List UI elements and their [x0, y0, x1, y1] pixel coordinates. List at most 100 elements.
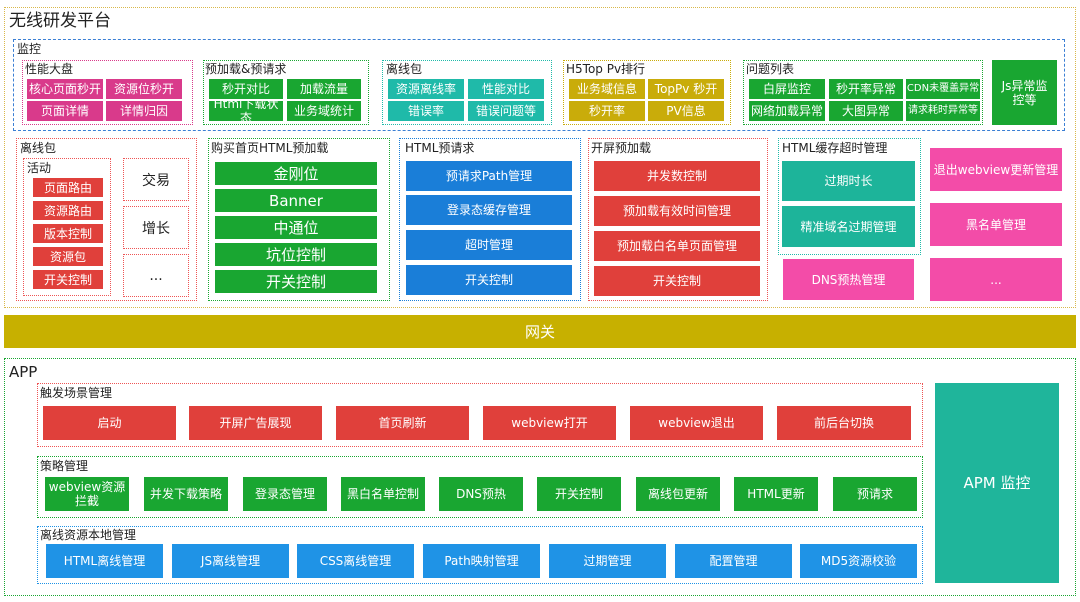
html-prerequest-item[interactable]: 开关控制 — [406, 265, 572, 295]
splash-preload-item[interactable]: 开关控制 — [594, 266, 760, 296]
html-cache-timeout-section — [778, 138, 921, 255]
h5top-item[interactable]: PV信息 — [648, 101, 724, 121]
local-offline-item[interactable]: JS离线管理 — [172, 544, 289, 578]
trigger-item[interactable]: 开屏广告展现 — [189, 406, 322, 440]
offline-package-section — [16, 138, 197, 301]
buy-home-item[interactable]: 中通位 — [215, 216, 377, 239]
html-cache-item[interactable]: 过期时长 — [782, 161, 915, 201]
splash-preload-item[interactable]: 预加载白名单页面管理 — [594, 231, 760, 261]
perf-item[interactable]: 资源位秒开 — [106, 79, 182, 99]
strategy-item[interactable]: 登录态管理 — [243, 477, 327, 511]
buy-home-item[interactable]: 开关控制 — [215, 270, 377, 293]
splash-preload-item[interactable]: 并发数控制 — [594, 161, 760, 191]
local-offline-item[interactable]: MD5资源校验 — [800, 544, 917, 578]
issue-item[interactable]: 请求耗时异常等 — [906, 101, 980, 121]
activity-group — [23, 158, 111, 296]
issue-item[interactable]: 大图异常 — [829, 101, 903, 121]
trigger-scene-title: 触发场景管理 — [40, 386, 113, 400]
strategy-item[interactable]: webview资源拦截 — [45, 477, 129, 511]
platform-section — [4, 7, 1076, 308]
strategy-item[interactable]: 黑白名单控制 — [341, 477, 425, 511]
splash-preload-item[interactable]: 预加载有效时间管理 — [594, 196, 760, 226]
buy-home-item[interactable]: 金刚位 — [215, 162, 377, 185]
local-offline-item[interactable]: 过期管理 — [549, 544, 666, 578]
strategy-title: 策略管理 — [40, 459, 89, 473]
local-offline-item[interactable]: CSS离线管理 — [297, 544, 414, 578]
perf-dashboard-group — [22, 60, 193, 125]
blacklist-management[interactable]: 黑名单管理 — [930, 203, 1062, 246]
platform-title: 无线研发平台 — [9, 11, 111, 31]
offline-monitor-item[interactable]: 性能对比 — [468, 79, 544, 99]
buy-home-preload-title: 购买首页HTML预加载 — [211, 141, 329, 155]
strategy-item[interactable]: 开关控制 — [537, 477, 621, 511]
html-prerequest-item[interactable]: 超时管理 — [406, 230, 572, 260]
offline-monitor-item[interactable]: 错误问题等 — [468, 101, 544, 121]
trigger-item[interactable]: 启动 — [43, 406, 176, 440]
offline-more[interactable]: ... — [123, 254, 189, 297]
trigger-item[interactable]: webview打开 — [483, 406, 616, 440]
issue-list-group — [743, 60, 983, 125]
h5top-item[interactable]: TopPv 秒开 — [648, 79, 724, 99]
activity-title: 活动 — [27, 161, 52, 175]
offline-monitor-group — [382, 60, 552, 125]
html-cache-item[interactable]: 精准域名过期管理 — [782, 206, 915, 247]
app-title: APP — [9, 363, 38, 381]
buy-home-preload-section — [208, 138, 390, 301]
trigger-item[interactable]: 前后台切换 — [777, 406, 911, 440]
activity-item[interactable]: 开关控制 — [33, 270, 103, 289]
gateway-bar[interactable]: 网关 — [4, 315, 1076, 348]
preload-monitor-item[interactable]: 秒开对比 — [209, 79, 283, 99]
perf-dashboard-title: 性能大盘 — [25, 62, 74, 76]
local-offline-section — [37, 526, 923, 584]
apm-monitor[interactable]: APM 监控 — [935, 383, 1059, 583]
strategy-item[interactable]: 预请求 — [833, 477, 917, 511]
trigger-item[interactable]: webview退出 — [630, 406, 763, 440]
h5top-item[interactable]: 业务域信息 — [569, 79, 645, 99]
activity-item[interactable]: 版本控制 — [33, 224, 103, 243]
strategy-item[interactable]: HTML更新 — [734, 477, 818, 511]
local-offline-title: 离线资源本地管理 — [40, 528, 137, 542]
local-offline-item[interactable]: 配置管理 — [675, 544, 792, 578]
strategy-item[interactable]: DNS预热 — [439, 477, 523, 511]
splash-preload-title: 开屏预加载 — [591, 141, 652, 155]
activity-item[interactable]: 页面路由 — [33, 178, 103, 197]
perf-item[interactable]: 核心页面秒开 — [27, 79, 103, 99]
issue-item[interactable]: 白屏监控 — [749, 79, 825, 99]
strategy-item[interactable]: 并发下载策略 — [144, 477, 228, 511]
offline-monitor-item[interactable]: 资源离线率 — [388, 79, 464, 99]
monitor-section — [13, 39, 1065, 131]
issue-item[interactable]: 秒开率异常 — [829, 79, 903, 99]
js-exception-monitor[interactable]: Js异常监控等 — [992, 60, 1057, 125]
strategy-item[interactable]: 离线包更新 — [636, 477, 720, 511]
app-section — [4, 358, 1076, 596]
perf-item[interactable]: 详情归因 — [106, 101, 182, 121]
html-prerequest-item[interactable]: 预请求Path管理 — [406, 161, 572, 191]
activity-item[interactable]: 资源路由 — [33, 201, 103, 220]
local-offline-item[interactable]: HTML离线管理 — [46, 544, 163, 578]
h5top-group — [563, 60, 731, 125]
offline-trade[interactable]: 交易 — [123, 158, 189, 201]
platform-more[interactable]: ... — [930, 258, 1062, 301]
issue-item[interactable]: CDN未覆盖异常 — [906, 79, 980, 99]
dns-preheat-management[interactable]: DNS预热管理 — [783, 259, 914, 300]
exit-webview-update-management[interactable]: 退出webview更新管理 — [930, 148, 1062, 191]
offline-growth[interactable]: 增长 — [123, 206, 189, 249]
issue-list-title: 问题列表 — [746, 62, 795, 76]
perf-item[interactable]: 页面详情 — [27, 101, 103, 121]
issue-item[interactable]: 网络加载异常 — [749, 101, 825, 121]
preload-monitor-title: 预加载&预请求 — [205, 62, 287, 76]
preload-monitor-item[interactable]: 业务域统计 — [287, 101, 361, 121]
activity-item[interactable]: 资源包 — [33, 247, 103, 266]
offline-monitor-item[interactable]: 错误率 — [388, 101, 464, 121]
h5top-item[interactable]: 秒开率 — [569, 101, 645, 121]
monitor-title: 监控 — [17, 42, 42, 56]
buy-home-item[interactable]: Banner — [215, 189, 377, 212]
splash-preload-section — [588, 138, 768, 301]
html-prerequest-item[interactable]: 登录态缓存管理 — [406, 195, 572, 225]
buy-home-item[interactable]: 坑位控制 — [215, 243, 377, 266]
local-offline-item[interactable]: Path映射管理 — [423, 544, 540, 578]
html-prerequest-section — [399, 138, 581, 301]
trigger-item[interactable]: 首页刷新 — [336, 406, 469, 440]
preload-monitor-item[interactable]: 加载流量 — [287, 79, 361, 99]
preload-monitor-item[interactable]: Html下载状态 — [209, 101, 283, 121]
